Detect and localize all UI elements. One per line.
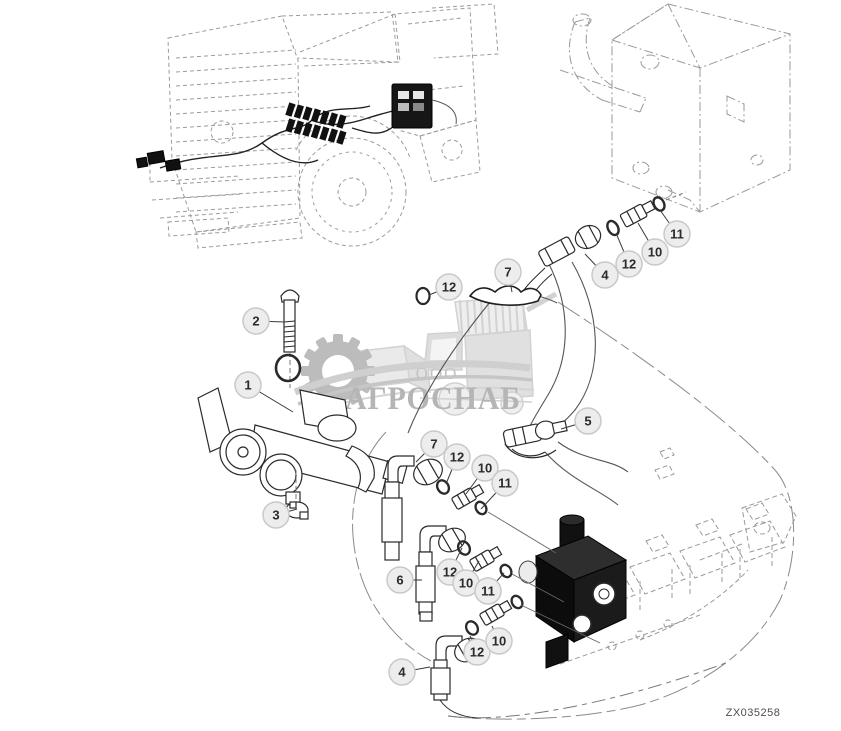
callout-circle <box>435 273 463 301</box>
callout-circle <box>234 371 262 399</box>
callout-part-12: 12 <box>443 443 471 485</box>
solenoid-block-highlight <box>518 514 628 669</box>
callout-part-10: 10 <box>465 454 499 495</box>
callout-circle <box>463 638 491 666</box>
callout-number: 6 <box>396 573 403 588</box>
callout-part-4: 4 <box>388 658 431 686</box>
callout-part-10: 10 <box>485 625 513 655</box>
elbow-fitting-group-top <box>381 455 557 561</box>
callout-circle <box>615 250 643 278</box>
callout-part-2: 2 <box>242 307 286 335</box>
callout-part-12: 12 <box>463 635 491 666</box>
callout-circle <box>262 501 290 529</box>
callout-circle <box>591 261 619 289</box>
callout-number: 4 <box>398 665 406 680</box>
callout-circle <box>663 220 691 248</box>
clamp-bracket-part <box>468 285 542 306</box>
callout-number: 11 <box>481 584 495 599</box>
bolt-part <box>280 289 300 388</box>
hydraulic-tank-phantom <box>559 3 791 213</box>
callout-number: 12 <box>470 645 484 660</box>
watermark-company-name: АГРОСНАБ <box>345 381 521 417</box>
callout-part-7: 7 <box>415 430 448 463</box>
callout-number: 12 <box>442 280 456 295</box>
drawing-code-label: ZX035258 <box>726 707 781 719</box>
callout-number: 2 <box>252 314 259 329</box>
callout-part-11: 11 <box>480 469 519 510</box>
wiring-harness <box>159 105 397 169</box>
callout-part-12: 12 <box>428 273 463 301</box>
callout-part-7: 7 <box>494 258 522 293</box>
tractor-phantom-view <box>149 3 499 249</box>
callout-part-11: 11 <box>474 572 505 605</box>
callout-part-5: 5 <box>560 407 602 435</box>
callout-number: 10 <box>478 461 492 476</box>
callout-part-11: 11 <box>659 209 691 248</box>
callout-circle <box>386 566 414 594</box>
return-hoses-curves <box>407 261 629 506</box>
callout-circle <box>494 258 522 286</box>
connector-row <box>285 102 347 145</box>
electrical-connector-box <box>391 83 457 129</box>
callout-circle <box>474 577 502 605</box>
callout-part-4: 4 <box>584 253 619 289</box>
callout-circle <box>471 454 499 482</box>
left-connectors <box>135 150 182 172</box>
hose-coupler-part <box>502 420 568 459</box>
callout-part-1: 1 <box>234 371 294 413</box>
callout-number: 1 <box>244 378 251 393</box>
callout-part-10: 10 <box>452 560 480 597</box>
callout-circle <box>443 443 471 471</box>
callout-number: 11 <box>670 227 684 242</box>
callout-number: 5 <box>584 414 591 429</box>
tractor-grille-lines <box>175 49 297 213</box>
callout-circle <box>574 407 602 435</box>
callout-part-12: 12 <box>615 232 643 278</box>
watermark-org-type: ООО <box>416 364 459 383</box>
oring-part-large <box>274 353 302 383</box>
callout-number: 10 <box>648 245 662 260</box>
gear-icon <box>301 334 375 408</box>
callout-number: 4 <box>601 268 609 283</box>
callout-part-6: 6 <box>386 566 422 594</box>
callout-number: 12 <box>450 450 464 465</box>
callout-number: 7 <box>430 437 437 452</box>
callout-circle <box>242 307 270 335</box>
callout-part-3: 3 <box>262 501 298 529</box>
callout-circle <box>388 658 416 686</box>
callout-number: 10 <box>492 634 506 649</box>
callout-number: 11 <box>498 476 512 491</box>
callout-circle <box>491 469 519 497</box>
callout-circle <box>420 430 448 458</box>
control-valve-block-phantom <box>559 447 797 665</box>
callout-circle <box>641 238 669 266</box>
callout-part-10: 10 <box>637 222 669 266</box>
valve-sections <box>579 502 786 629</box>
callout-number: 3 <box>272 508 279 523</box>
oring-part-small <box>415 286 431 306</box>
callout-number: 7 <box>504 265 511 280</box>
callout-circle <box>485 627 513 655</box>
callout-number: 12 <box>443 565 457 580</box>
bolt-thread-lines <box>283 320 296 348</box>
callout-number: 12 <box>622 257 636 272</box>
callout-number: 10 <box>459 576 473 591</box>
